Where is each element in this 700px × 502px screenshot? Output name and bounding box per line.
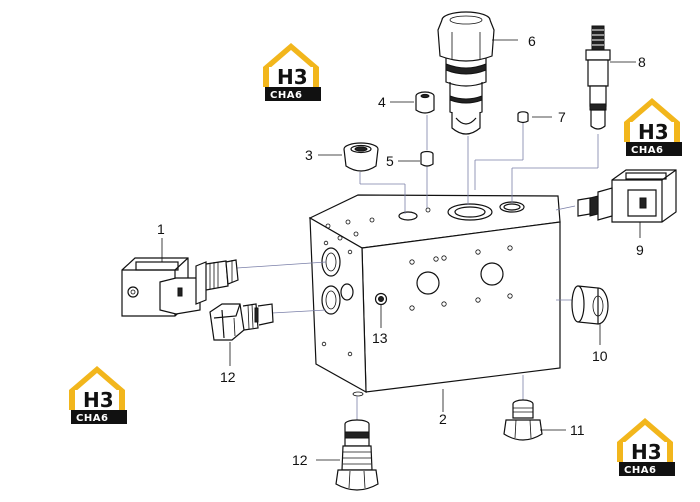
watermark-small-text: CHA6: [631, 145, 663, 156]
plug-13: [374, 292, 388, 306]
watermark-logo-4: H3 CHA6: [617, 418, 675, 476]
watermark-logo-1: H3 CHA6: [263, 43, 321, 101]
valve-block-body: [308, 194, 561, 397]
callout-8: 8: [638, 54, 646, 70]
fitting-11: [503, 399, 543, 441]
watermark-big-text: H3: [277, 65, 308, 89]
callout-4: 4: [378, 94, 386, 110]
watermark-logo-2: H3 CHA6: [624, 98, 682, 156]
tiny-plug-7: [517, 111, 529, 124]
callout-6: 6: [528, 33, 536, 49]
callout-7: 7: [558, 109, 566, 125]
callout-ticks: [161, 39, 641, 461]
callout-5: 5: [386, 153, 394, 169]
plug-right-10: [571, 285, 609, 325]
callout-13: 13: [372, 330, 388, 346]
watermark-small-text: CHA6: [624, 465, 656, 476]
callout-11: 11: [570, 422, 585, 438]
leader-lines: [236, 115, 599, 420]
tiny-plug-5: [420, 150, 434, 167]
small-plug-4: [415, 91, 435, 114]
callout-3: 3: [305, 147, 313, 163]
solenoid-valve-8: [585, 25, 611, 130]
callout-12-bottom: 12: [292, 452, 308, 468]
cartridge-bottom-12: [335, 419, 379, 491]
callout-9: 9: [636, 242, 644, 258]
watermark-logo-3: H3 CHA6: [69, 366, 127, 424]
cartridge-valve-6: [437, 11, 495, 135]
watermark-big-text: H3: [638, 120, 669, 144]
watermark-small-text: CHA6: [76, 413, 108, 424]
callout-2: 2: [439, 411, 447, 427]
callout-10: 10: [592, 348, 608, 364]
plug-top-3: [343, 142, 379, 172]
callout-labels: 1 2 3 4 5 6 7 8 9 10 11 12 12 13: [157, 33, 646, 468]
callout-1: 1: [157, 221, 165, 237]
watermark-small-text: CHA6: [270, 90, 302, 101]
watermark-big-text: H3: [631, 440, 662, 464]
solenoid-coil-left: [121, 257, 239, 317]
solenoid-coil-9: [577, 169, 677, 223]
watermark-big-text: H3: [83, 388, 114, 412]
callout-12-left: 12: [220, 369, 236, 385]
plug-left-12: [209, 303, 274, 341]
